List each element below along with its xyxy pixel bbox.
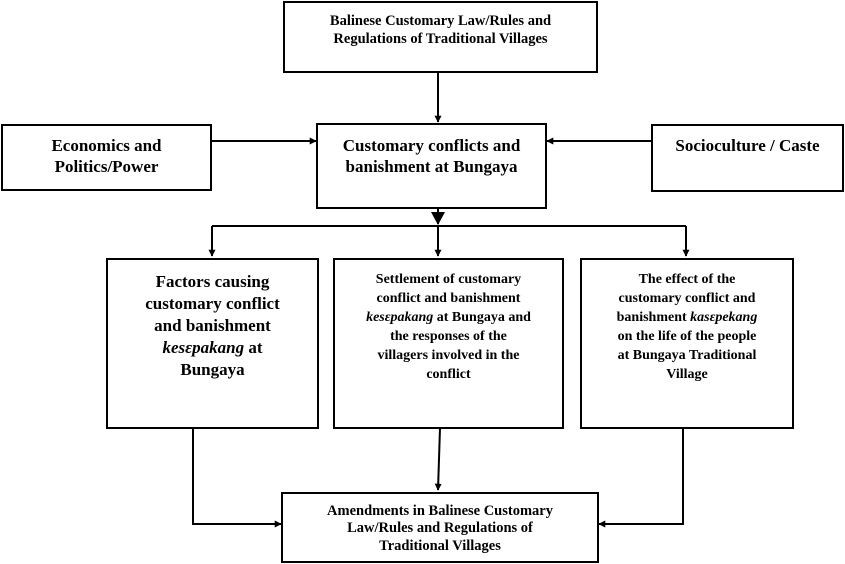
node-effect-line6: Village	[666, 367, 708, 383]
node-conflicts: Customary conflicts and banishment at Bu…	[316, 123, 547, 209]
node-effect-line3: banishment kasɛpekang	[617, 308, 758, 327]
node-amendments-line3: Traditional Villages	[379, 537, 501, 554]
node-amendments-line2: Law/Rules and Regulations of	[347, 520, 533, 537]
arrow-settlement-to-amendments	[434, 427, 442, 491]
arrowhead-conflicts-junction	[431, 212, 445, 225]
node-law: Balinese Customary Law/Rules and Regulat…	[283, 1, 598, 73]
node-amendments-line1: Amendments in Balinese Customary	[327, 503, 553, 519]
node-factors: Factors causing customary conflict and b…	[106, 258, 319, 429]
node-settlement-line4: the responses of the	[390, 329, 507, 345]
arrow-effect-to-amendments	[598, 428, 684, 528]
node-conflicts-line2: banishment at Bungaya	[345, 157, 518, 177]
arrow-factors-to-amendments	[192, 428, 282, 528]
node-effect-line2: customary conflict and	[618, 291, 756, 307]
node-settlement-line2: conflict and banishment	[376, 291, 521, 307]
node-effect-line3-prefix: banishment	[616, 310, 691, 326]
node-effect-line5: at Bungaya Traditional	[617, 348, 757, 364]
node-economics-line2: Politics/Power	[54, 157, 159, 177]
node-effect-term: kasɛpekang	[690, 310, 758, 326]
node-conflicts-line1: Customary conflicts and	[342, 136, 521, 155]
node-settlement-line1: Settlement of customary	[375, 272, 522, 287]
node-factors-term: kesɛpakang	[162, 338, 245, 358]
node-factors-line2: customary conflict	[145, 294, 280, 314]
node-settlement-line5: villagers involved in the	[377, 348, 520, 364]
node-factors-line4-rest: at	[244, 338, 263, 358]
node-effect-line1: The effect of the	[638, 272, 736, 287]
node-law-line1: Balinese Customary Law/Rules and	[329, 13, 552, 29]
node-factors-line3: and banishment	[154, 316, 271, 336]
node-socioculture-line1: Socioculture / Caste	[675, 136, 820, 155]
node-settlement: Settlement of customary conflict and ban…	[333, 258, 564, 429]
node-factors-line4: kesɛpakang at	[145, 337, 280, 359]
node-socioculture: Socioculture / Caste	[651, 124, 844, 192]
node-settlement-line3-rest: at Bungaya and	[433, 310, 531, 326]
node-amendments: Amendments in Balinese Customary Law/Rul…	[281, 492, 599, 563]
node-effect: The effect of the customary conflict and…	[580, 258, 794, 429]
node-law-line2: Regulations of Traditional Villages	[333, 31, 548, 48]
node-settlement-term: kesɛpakang	[366, 310, 434, 326]
node-economics-line1: Economics and	[51, 136, 162, 155]
node-economics: Economics and Politics/Power	[1, 124, 212, 191]
node-factors-line5: Bungaya	[180, 360, 245, 380]
node-factors-line1: Factors causing	[155, 272, 270, 291]
node-settlement-line6: conflict	[426, 367, 471, 383]
node-settlement-line3: kesɛpakang at Bungaya and	[366, 308, 531, 327]
node-effect-line4: on the life of the people	[617, 329, 757, 345]
